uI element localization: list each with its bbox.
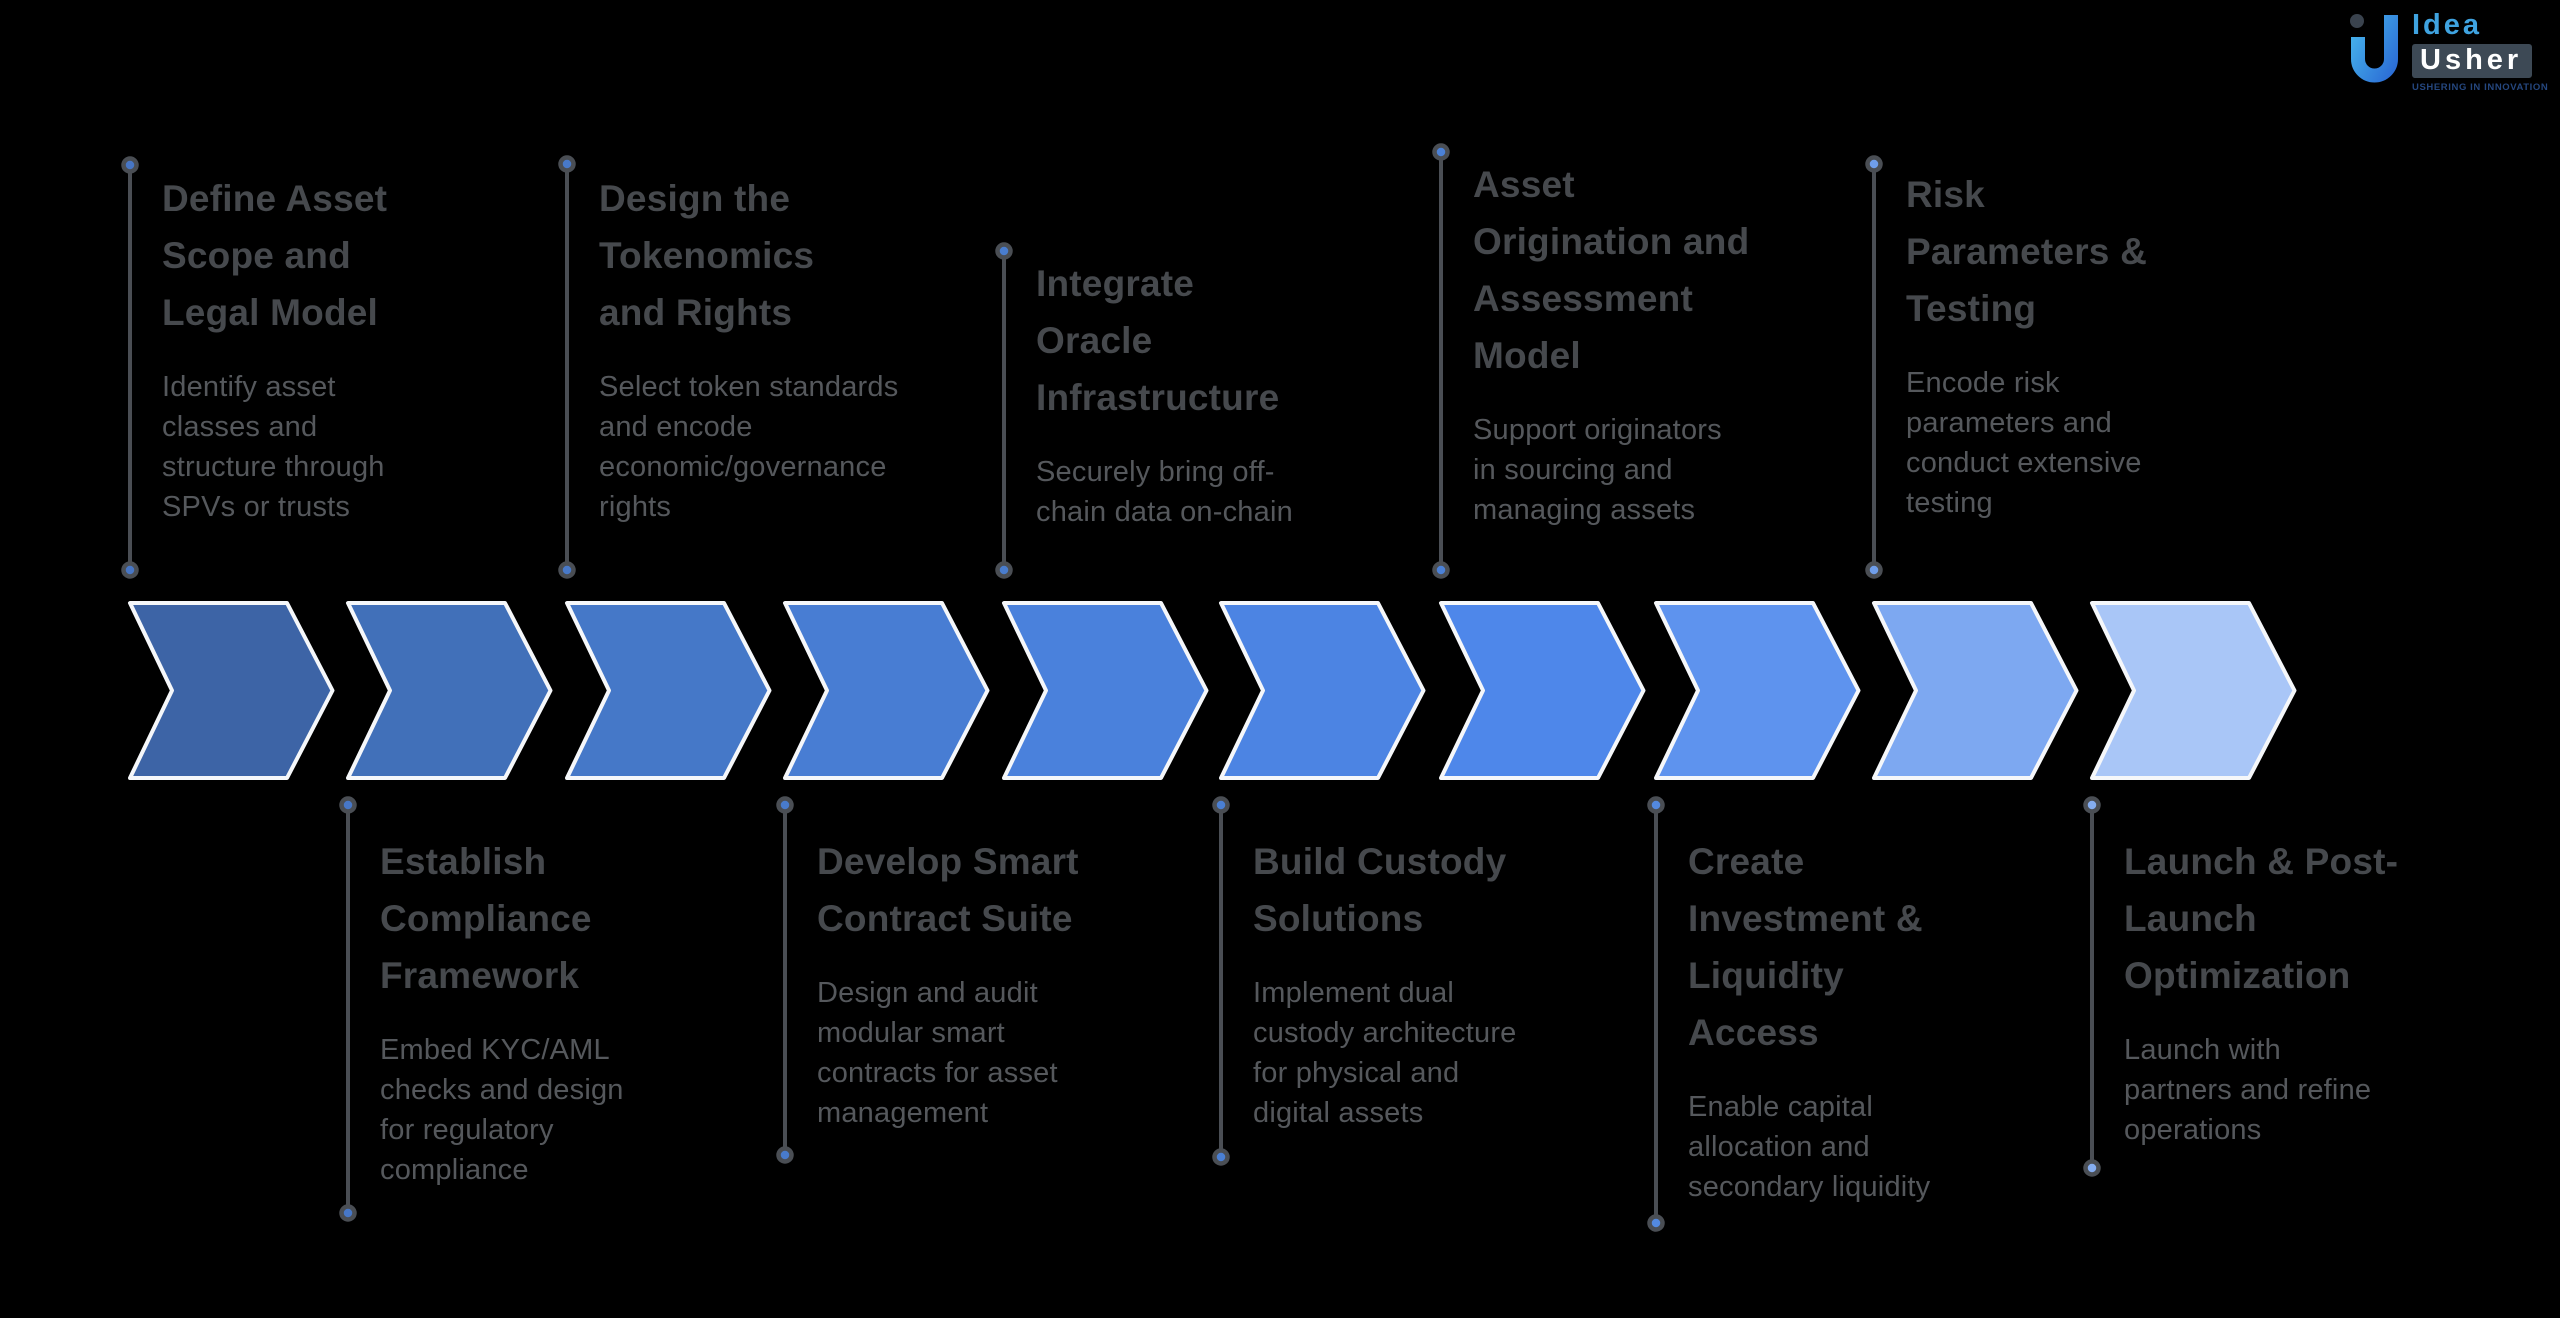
chevron-arrow-4: [783, 601, 990, 780]
step-2-connector: [339, 796, 357, 1222]
step-title: Risk Parameters & Testing: [1906, 174, 2147, 329]
connector-dot: [121, 156, 139, 174]
step-description: Securely bring off- chain data on-chain: [1036, 456, 1293, 528]
step-launch-optimization: Launch & Post- Launch Optimization Launc…: [2124, 833, 2554, 1150]
chevron-arrow-2: [346, 601, 553, 780]
connector-dot: [776, 1146, 794, 1164]
step-integrate-oracle: Integrate Oracle Infrastructure Securely…: [1036, 255, 1466, 532]
chevron-arrow-6: [1219, 601, 1426, 780]
step-title: Define Asset Scope and Legal Model: [162, 178, 388, 333]
step-description: Embed KYC/AML checks and design for regu…: [380, 1034, 624, 1186]
connector-dot: [339, 1204, 357, 1222]
step-description: Identify asset classes and structure thr…: [162, 371, 385, 523]
connector-dot: [1212, 796, 1230, 814]
connector-dot: [1212, 1148, 1230, 1166]
step-6-connector: [1212, 796, 1230, 1166]
step-description: Design and audit modular smart contracts…: [817, 977, 1058, 1129]
step-title: Integrate Oracle Infrastructure: [1036, 263, 1280, 418]
step-description: Support originators in sourcing and mana…: [1473, 414, 1722, 526]
logo-text: Idea Usher USHERING IN INNOVATION: [2412, 8, 2548, 94]
chevron-band: [128, 601, 2297, 780]
step-3-connector: [558, 155, 576, 579]
step-8-connector: [1647, 796, 1665, 1232]
brand-tagline: USHERING IN INNOVATION: [2412, 82, 2549, 93]
step-title: Asset Origination and Assessment Model: [1473, 164, 1750, 376]
step-description: Implement dual custody architecture for …: [1253, 977, 1517, 1129]
chevron-arrow-10: [2090, 601, 2297, 780]
connector-dot: [1432, 561, 1450, 579]
connector-dot: [1647, 796, 1665, 814]
idea-usher-logo: Idea Usher USHERING IN INNOVATION: [2346, 8, 2552, 94]
step-title: Build Custody Solutions: [1253, 841, 1507, 939]
idea-usher-mark-icon: [2350, 14, 2398, 83]
step-description: Launch with partners and refine operatio…: [2124, 1034, 2372, 1146]
step-7-connector: [1432, 143, 1450, 579]
chevron-arrow-8: [1654, 601, 1861, 780]
chevron-arrow-3: [565, 601, 772, 780]
step-title: Design the Tokenomics and Rights: [599, 178, 815, 333]
step-design-tokenomics: Design the Tokenomics and Rights Select …: [599, 170, 1029, 527]
connector-dot: [2083, 1159, 2101, 1177]
step-asset-origination: Asset Origination and Assessment Model S…: [1473, 156, 1903, 530]
connector-dot: [1647, 1214, 1665, 1232]
step-4-connector: [776, 796, 794, 1164]
step-establish-compliance: Establish Compliance Framework Embed KYC…: [380, 833, 810, 1190]
step-9-connector: [1865, 155, 1883, 579]
step-title: Develop Smart Contract Suite: [817, 841, 1079, 939]
step-title: Launch & Post- Launch Optimization: [2124, 841, 2399, 996]
connector-dot: [2083, 796, 2101, 814]
mark-u-shape: [2351, 15, 2398, 83]
connector-dot: [558, 155, 576, 173]
brand-name-bottom: Usher: [2412, 44, 2533, 78]
step-5-connector: [995, 242, 1013, 579]
connector-dot: [1865, 561, 1883, 579]
chevron-arrow-1: [128, 601, 335, 780]
step-description: Select token standards and encode econom…: [599, 371, 899, 523]
step-create-investment-liquidity: Create Investment & Liquidity Access Ena…: [1688, 833, 2118, 1207]
chevron-arrow-7: [1439, 601, 1646, 780]
connector-dot: [339, 796, 357, 814]
connector-dot: [776, 796, 794, 814]
connector-dot: [995, 242, 1013, 260]
step-define-asset-scope: Define Asset Scope and Legal Model Ident…: [162, 170, 592, 527]
step-title: Create Investment & Liquidity Access: [1688, 841, 1923, 1053]
connector-dot: [558, 561, 576, 579]
chevron-arrow-9: [1872, 601, 2079, 780]
connector-dot: [121, 561, 139, 579]
step-10-connector: [2083, 796, 2101, 1177]
step-title: Establish Compliance Framework: [380, 841, 592, 996]
step-1-connector: [121, 156, 139, 579]
step-description: Encode risk parameters and conduct exten…: [1906, 367, 2142, 519]
connector-dot: [995, 561, 1013, 579]
brand-name-top: Idea: [2412, 9, 2483, 41]
step-build-custody: Build Custody Solutions Implement dual c…: [1253, 833, 1683, 1133]
step-risk-parameters: Risk Parameters & Testing Encode risk pa…: [1906, 166, 2336, 523]
step-develop-smart-contracts: Develop Smart Contract Suite Design and …: [817, 833, 1247, 1133]
connector-dot: [1432, 143, 1450, 161]
chevron-arrow-5: [1002, 601, 1209, 780]
connector-dot: [1865, 155, 1883, 173]
step-description: Enable capital allocation and secondary …: [1688, 1091, 1931, 1203]
mark-dot: [2350, 14, 2364, 28]
